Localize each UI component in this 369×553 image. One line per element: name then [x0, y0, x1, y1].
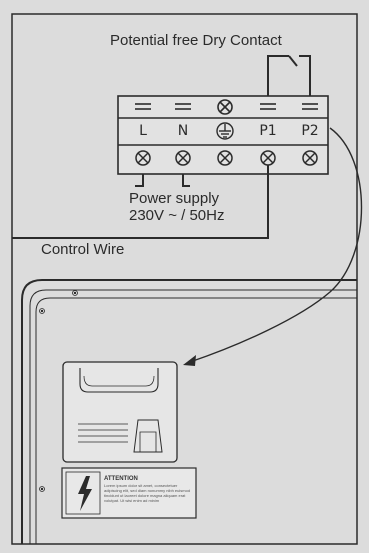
- p2-signal-arrow: [189, 127, 363, 363]
- terminal-label-n: N: [177, 123, 189, 139]
- lightning-icon: [78, 476, 92, 511]
- terminal-screws: [135, 150, 318, 166]
- control-wire: [12, 165, 269, 239]
- power-supply-label: Power supply: [129, 190, 220, 207]
- terminal-label-p2: P2: [301, 123, 319, 139]
- attention-label: [61, 467, 197, 519]
- dry-contact-title: Potential free Dry Contact: [110, 32, 282, 49]
- ground-icon: [216, 122, 234, 140]
- device-screws: [39, 290, 78, 492]
- arrow-head: [183, 355, 196, 366]
- power-supply-rating: 230V ~ / 50Hz: [129, 207, 225, 224]
- control-wire-label: Control Wire: [41, 241, 125, 258]
- terminal-label-p1: P1: [259, 123, 277, 139]
- attention-title: ATTENTION: [104, 476, 138, 482]
- power-supply-wires: [135, 174, 190, 187]
- dry-contact-switch: [267, 55, 311, 96]
- terminal-label-l: L: [139, 123, 147, 139]
- terminal-top-symbols: [135, 99, 318, 115]
- device-outline: [21, 279, 357, 544]
- attention-body: Lorem ipsum dolor sit amet, consectetuer…: [104, 483, 191, 503]
- connection-compartment: [62, 361, 178, 463]
